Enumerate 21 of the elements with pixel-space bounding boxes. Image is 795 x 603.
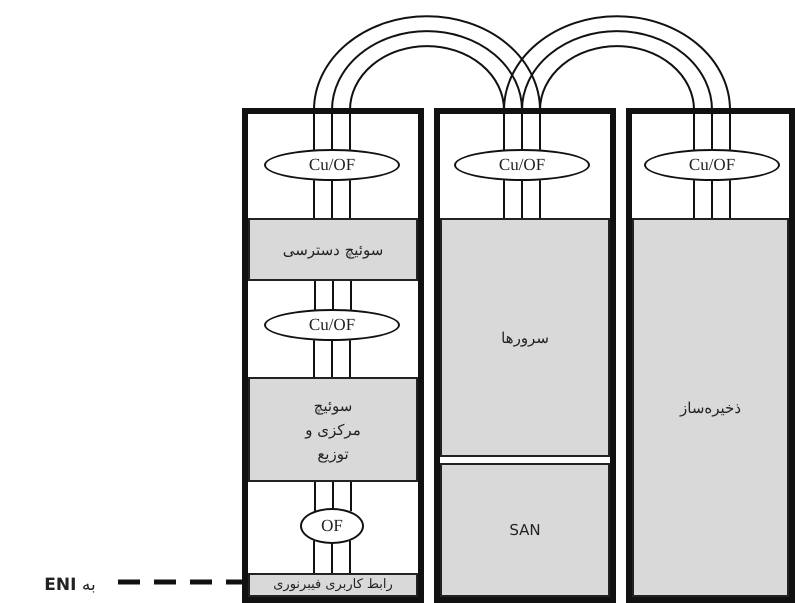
cable-bundle xyxy=(693,179,731,219)
device-panel: ذخیره‌ساز xyxy=(632,218,789,597)
cable-port-ellipse: OF xyxy=(300,508,364,544)
rack-cabinet xyxy=(626,108,795,603)
cable-port-ellipse: Cu/OF xyxy=(264,149,400,181)
cable-bundle xyxy=(313,339,351,378)
cable-port-ellipse: Cu/OF xyxy=(454,149,590,181)
rack-cabinet xyxy=(434,108,616,603)
rack-cabinet xyxy=(242,108,424,603)
cable-bundle xyxy=(503,15,731,151)
device-panel: سوئیچ دسترسی xyxy=(248,218,418,281)
cable-port-ellipse: Cu/OF xyxy=(264,309,400,341)
cable-bundle xyxy=(314,280,352,311)
cable-port-ellipse: Cu/OF xyxy=(644,149,780,181)
cable-bundle xyxy=(503,179,541,219)
device-panel: SAN xyxy=(440,463,610,597)
cable-bundle xyxy=(313,179,351,219)
device-panel: سوئیچ مرکزی و توزیع xyxy=(248,377,418,482)
device-panel: سرورها xyxy=(440,218,610,457)
device-panel: رابط کاربری فیبرنوری xyxy=(248,573,418,597)
cable-bundle xyxy=(313,15,541,151)
